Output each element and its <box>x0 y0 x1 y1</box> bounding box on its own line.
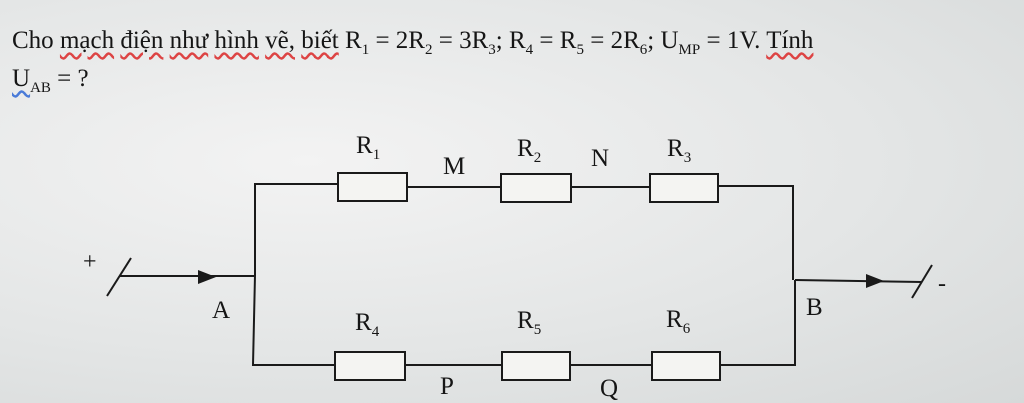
wire-r6-b <box>720 280 796 366</box>
resistor-r4 <box>334 351 406 381</box>
question-u: U <box>12 65 31 92</box>
wire-bottom-branch <box>251 274 335 366</box>
node-label-n: N <box>591 145 609 172</box>
formula-r3-sub: 3 <box>488 42 496 58</box>
word-cho: Cho <box>12 27 54 54</box>
formula-u-sub: MP <box>678 42 701 58</box>
label-r4: R4 <box>355 309 380 340</box>
node-label-a: A <box>212 297 230 324</box>
formula-eq4: = 2 <box>583 27 624 54</box>
label-r5: R5 <box>517 307 541 338</box>
formula-resistor-ratios: R1 = 2R2 = 3R3; R4 = R5 = 2R6; UMP = 1V. <box>345 27 761 58</box>
arrow-input-icon <box>198 270 216 284</box>
terminal-tick-minus <box>911 264 933 299</box>
word-dien: điện <box>120 27 164 54</box>
resistor-r3 <box>649 173 719 203</box>
formula-eq3: = <box>533 27 560 54</box>
arrow-output-icon <box>866 274 884 288</box>
formula-r6-sub: 6 <box>639 42 648 58</box>
formula-r1-sub: 1 <box>361 42 370 58</box>
word-tinh: Tính <box>766 27 814 54</box>
question-tail: = ? <box>50 65 89 92</box>
word-biet: biết <box>301 27 339 54</box>
formula-eq1: = 2 <box>369 27 409 54</box>
formula-eq2: = 3 <box>432 27 472 54</box>
question-uab: UAB <box>12 65 51 96</box>
terminal-tick-plus <box>106 257 132 297</box>
resistor-r2 <box>500 173 572 203</box>
label-r6: R6 <box>666 306 691 337</box>
question-u-sub: AB <box>30 80 51 96</box>
node-label-q: Q <box>600 375 618 402</box>
resistor-r6 <box>651 351 721 381</box>
formula-r1: R <box>345 27 362 54</box>
wire-r3-b <box>718 185 794 280</box>
terminal-minus-sign: - <box>938 271 946 297</box>
label-r1: R1 <box>356 132 380 163</box>
formula-r3: R <box>471 27 489 54</box>
formula-r2: R <box>408 27 425 54</box>
terminal-plus-sign: + <box>83 249 97 275</box>
formula-eq5: = 1V. <box>700 27 761 54</box>
resistor-r5 <box>501 351 571 381</box>
node-label-m: M <box>443 153 465 180</box>
formula-r5: R <box>559 27 577 54</box>
label-r2: R2 <box>517 135 541 166</box>
resistor-boxes <box>334 172 721 381</box>
problem-statement: Cho mạch điện như hình vẽ, biết R1 = 2R2… <box>12 22 1017 98</box>
circuit-wires <box>106 183 933 366</box>
node-label-b: B <box>806 294 823 321</box>
wire-top-branch <box>254 183 338 275</box>
formula-r6: R <box>623 27 640 54</box>
formula-sep1: ; <box>495 27 509 54</box>
word-nhu: như <box>169 27 209 54</box>
word-ve: vẽ, <box>265 27 295 54</box>
formula-sep2: ; <box>647 27 661 54</box>
resistor-r1 <box>337 172 408 202</box>
formula-u: U <box>660 27 679 54</box>
label-r3: R3 <box>667 135 691 166</box>
node-label-p: P <box>440 373 454 400</box>
word-mach: mạch <box>59 27 115 54</box>
lead-minus <box>794 279 923 283</box>
formula-r5-sub: 5 <box>576 42 584 58</box>
formula-r4-sub: 4 <box>525 42 534 58</box>
formula-r2-sub: 2 <box>424 42 433 58</box>
word-hinh: hình <box>214 27 259 54</box>
formula-r4: R <box>508 27 526 54</box>
